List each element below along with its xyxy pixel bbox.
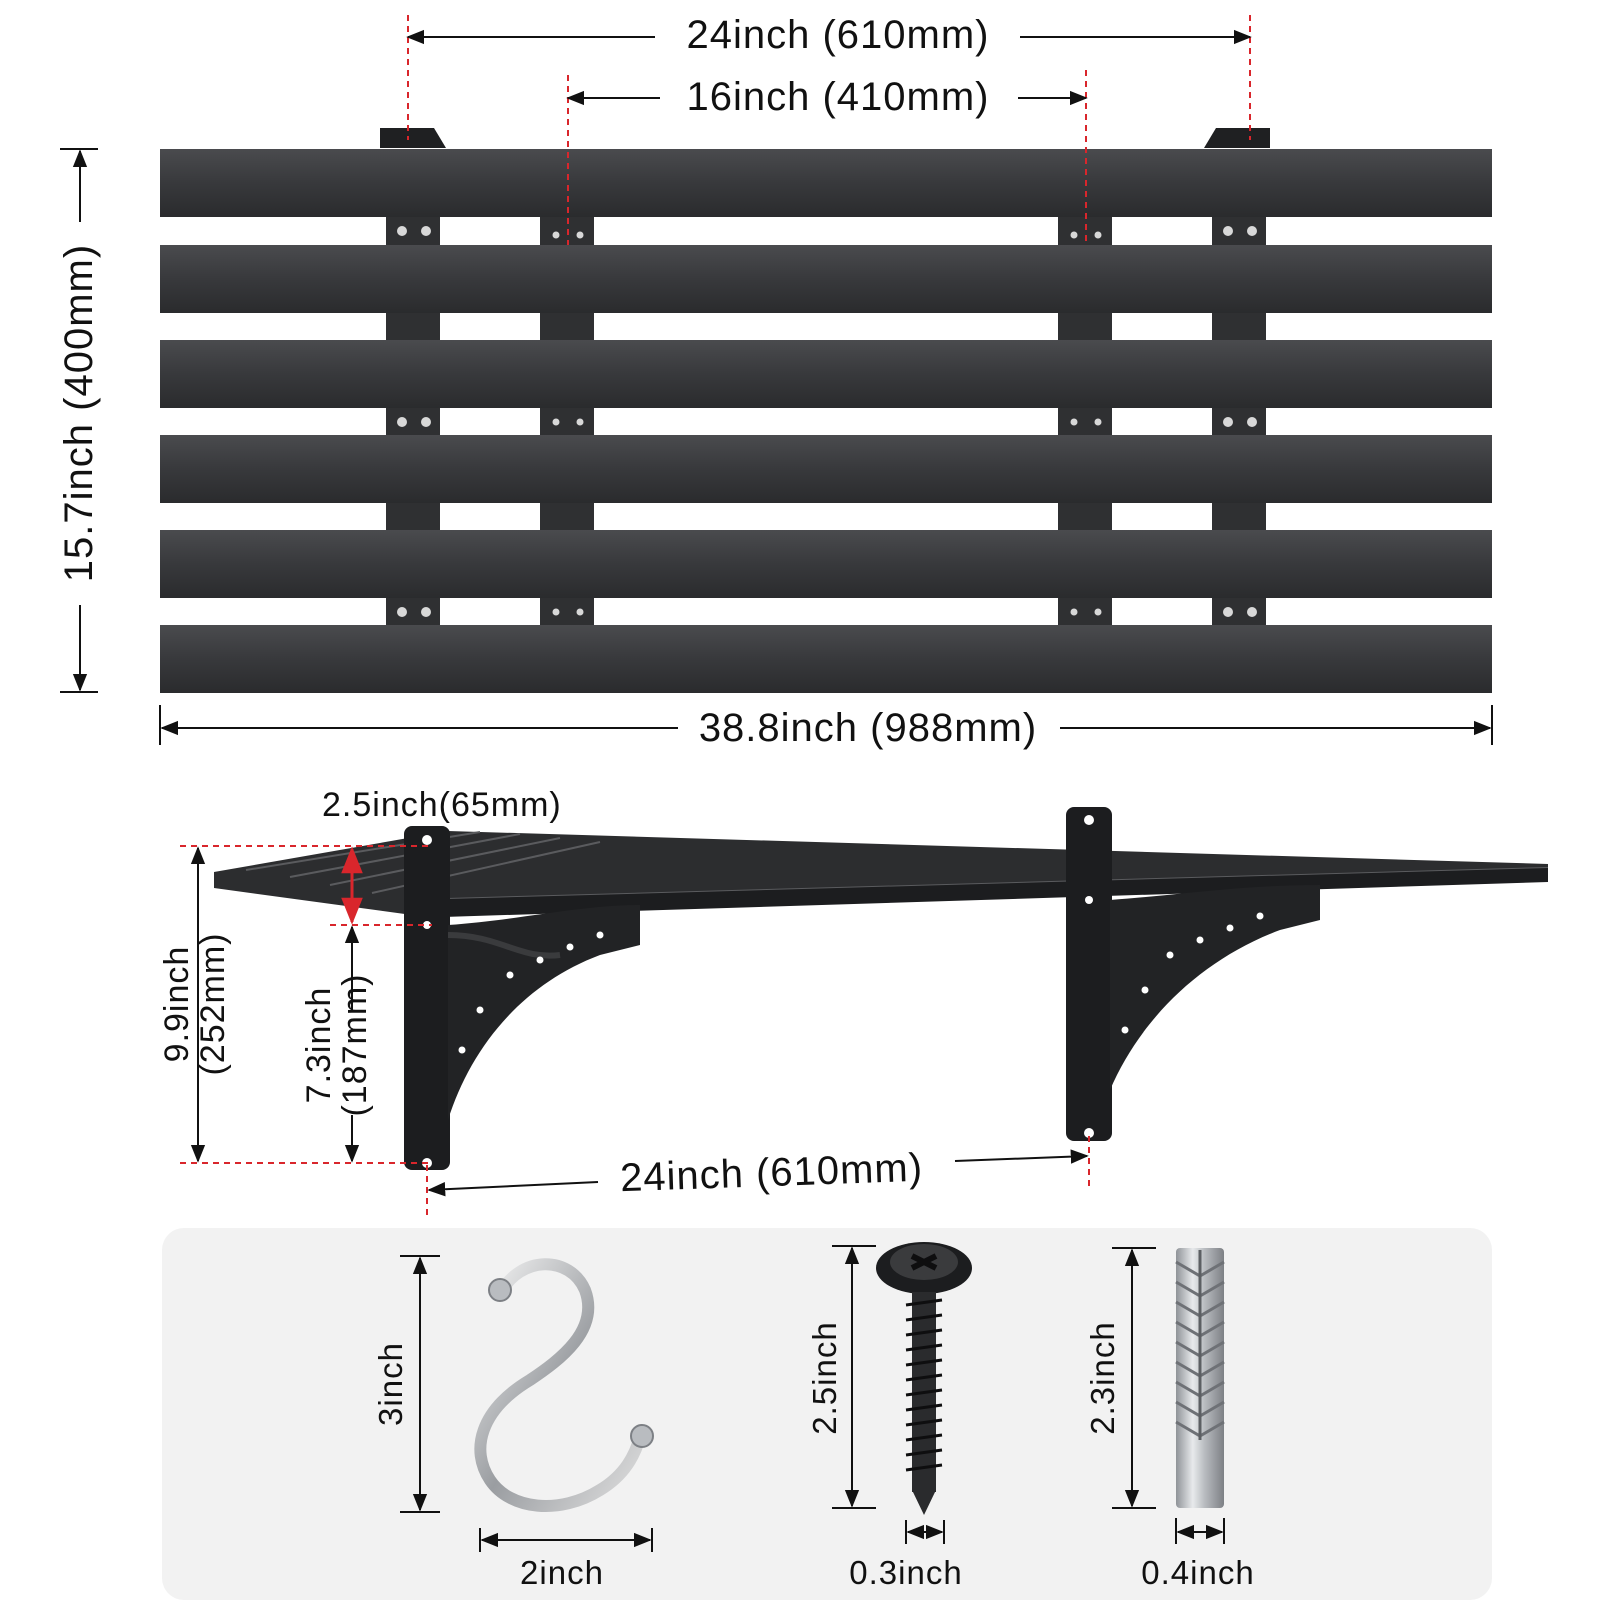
label-bracket-spacing: 24inch (610mm) (619, 1146, 923, 1201)
dim-hook-height (400, 1255, 440, 1513)
label-hook-width: 2inch (520, 1554, 604, 1591)
hanging-tabs (380, 128, 1270, 148)
label-depth: 15.7inch (400mm) (57, 244, 101, 582)
slat (160, 245, 1492, 313)
dim-screw-length (832, 1245, 876, 1509)
slat (160, 149, 1492, 217)
left-bracket (404, 826, 640, 1170)
slat (160, 340, 1492, 408)
dim-hook-width (479, 1528, 653, 1552)
dim-anchor-width (1175, 1518, 1225, 1544)
slat (160, 530, 1492, 598)
slat (160, 435, 1492, 503)
dim-depth (60, 148, 98, 693)
label-spacing-inner: 16inch (410mm) (686, 75, 989, 119)
slat (160, 625, 1492, 693)
label-anchor-length: 2.3inch (1084, 1321, 1121, 1434)
right-bracket (1066, 807, 1320, 1141)
s-hook (474, 1258, 654, 1512)
screw (876, 1242, 972, 1515)
label-width: 38.8inch (988mm) (699, 706, 1037, 750)
label-height-bracket-2: (187mm) (336, 973, 374, 1116)
label-bracket-top: 2.5inch(65mm) (322, 786, 562, 824)
label-height-bracket-1: 7.3inch (300, 987, 338, 1104)
shelf-slats (160, 149, 1492, 693)
label-height-total-1: 9.9inch (158, 946, 196, 1063)
label-height-total-2: (252mm) (194, 932, 232, 1075)
label-spacing-outer: 24inch (610mm) (686, 13, 989, 57)
side-view: 2.5inch(65mm) 9.9inch (252mm) 7.3inch (1… (158, 786, 1549, 1215)
wall-anchor (1175, 1248, 1225, 1508)
shelf-perspective (214, 831, 1549, 918)
label-screw-length: 2.5inch (806, 1321, 843, 1434)
dim-anchor-length (1112, 1247, 1156, 1509)
side-guide-lines (180, 845, 1090, 1215)
top-guide-lines (407, 15, 1251, 245)
label-hook-height: 3inch (372, 1342, 409, 1426)
label-screw-width: 0.3inch (849, 1554, 962, 1591)
dim-width (159, 705, 1493, 745)
accessories-panel: 3inch 2inch (162, 1228, 1492, 1600)
rail-screws (397, 226, 1257, 617)
dim-screw-width (905, 1520, 945, 1544)
label-anchor-width: 0.4inch (1141, 1554, 1254, 1591)
dim-bracket-spacing (427, 1149, 1089, 1197)
top-view: 24inch (610mm) 16inch (410mm) 15.7inch (… (57, 13, 1493, 750)
